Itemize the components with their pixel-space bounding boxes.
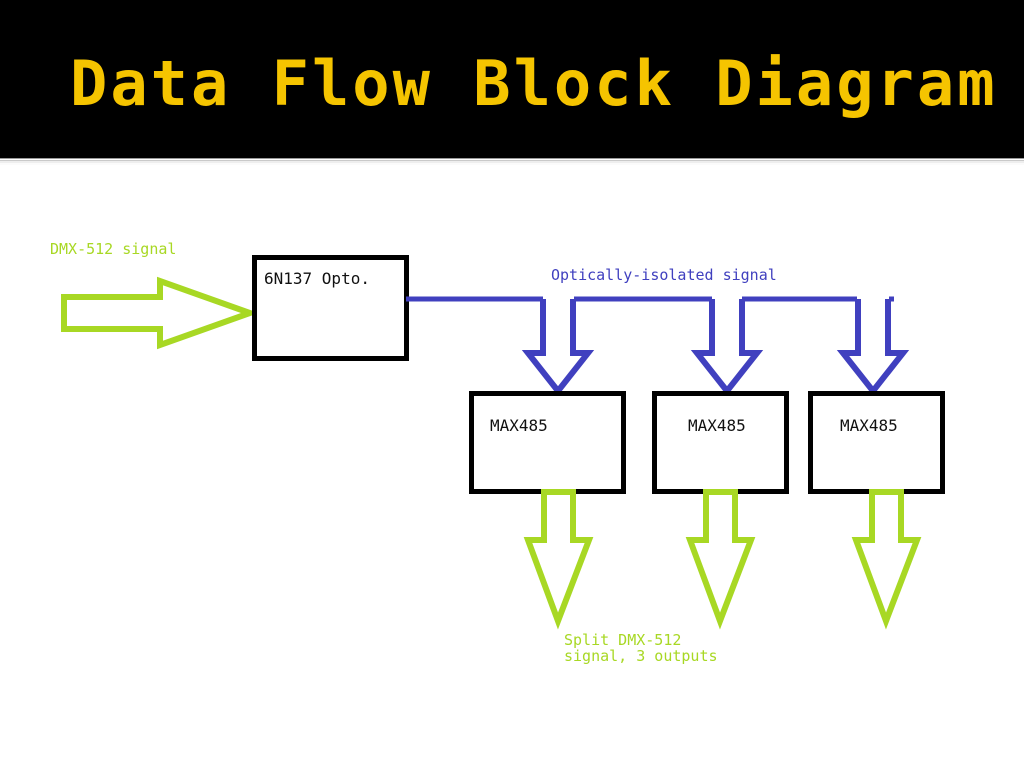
title-divider: [0, 158, 1024, 165]
block-opto-rect: [252, 255, 409, 361]
output-signal-label-line1: Split DMX-512: [564, 631, 681, 649]
output-arrow-2-icon: [685, 489, 756, 630]
output-arrow-1-icon: [523, 489, 594, 630]
block-max485-1-rect: [469, 391, 626, 494]
block-max485-1: MAX485: [469, 391, 626, 494]
block-max485-2-rect: [652, 391, 789, 494]
input-signal-label: DMX-512 signal: [50, 240, 176, 258]
block-opto: 6N137 Opto.: [252, 255, 409, 361]
bus-arrow-2-icon: [690, 299, 764, 396]
block-opto-label: 6N137 Opto.: [264, 269, 370, 288]
title-banner: Data Flow Block Diagram: [0, 0, 1024, 158]
bus-arrow-1-icon: [521, 299, 595, 396]
data-flow-diagram: DMX-512 signal 6N137 Opto. Optically-iso…: [0, 158, 1024, 768]
input-arrow-icon: [61, 276, 259, 350]
block-max485-3-rect: [808, 391, 945, 494]
output-signal-label-line2: signal, 3 outputs: [564, 647, 718, 665]
output-arrow-3-icon: [851, 489, 922, 630]
block-max485-1-label: MAX485: [490, 416, 548, 435]
block-max485-3-label: MAX485: [840, 416, 898, 435]
bus-arrow-3-icon: [836, 299, 910, 396]
block-max485-2: MAX485: [652, 391, 789, 494]
bus-signal-label: Optically-isolated signal: [551, 266, 777, 284]
page-title: Data Flow Block Diagram: [70, 47, 998, 120]
block-max485-2-label: MAX485: [688, 416, 746, 435]
block-max485-3: MAX485: [808, 391, 945, 494]
